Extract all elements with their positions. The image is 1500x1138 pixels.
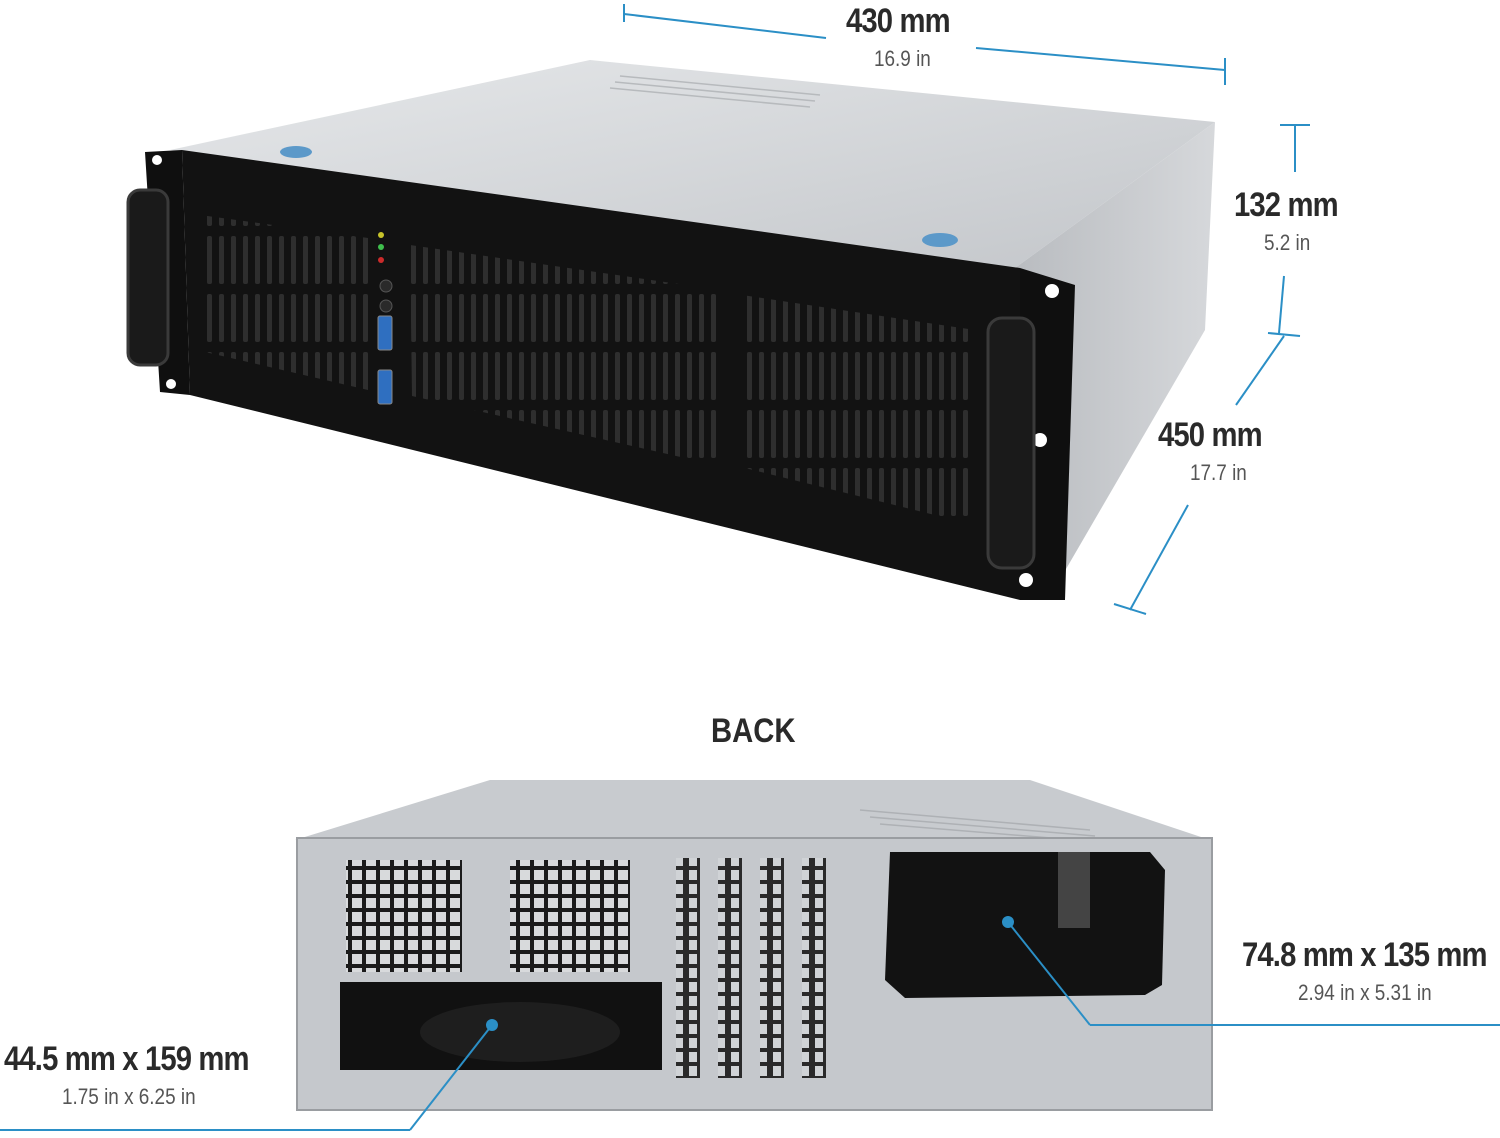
back-chassis-top xyxy=(295,780,1210,840)
low-opening-metric: 44.5 mm x 159 mm xyxy=(4,1040,250,1078)
depth-imperial: 17.7 in xyxy=(1190,460,1247,485)
psu-opening-imperial: 2.94 in x 5.31 in xyxy=(1298,980,1432,1005)
chassis-top xyxy=(170,60,1215,268)
low-opening-imperial: 1.75 in x 6.25 in xyxy=(62,1084,196,1109)
height-metric: 132 mm xyxy=(1234,186,1339,224)
width-imperial: 16.9 in xyxy=(874,46,931,71)
psu-opening-metric: 74.8 mm x 135 mm xyxy=(1242,936,1488,974)
height-imperial: 5.2 in xyxy=(1264,230,1311,255)
width-metric: 430 mm xyxy=(846,2,951,40)
depth-metric: 450 mm xyxy=(1158,416,1263,454)
psu-opening xyxy=(885,852,1165,998)
back-view-title: BACK xyxy=(711,712,796,750)
